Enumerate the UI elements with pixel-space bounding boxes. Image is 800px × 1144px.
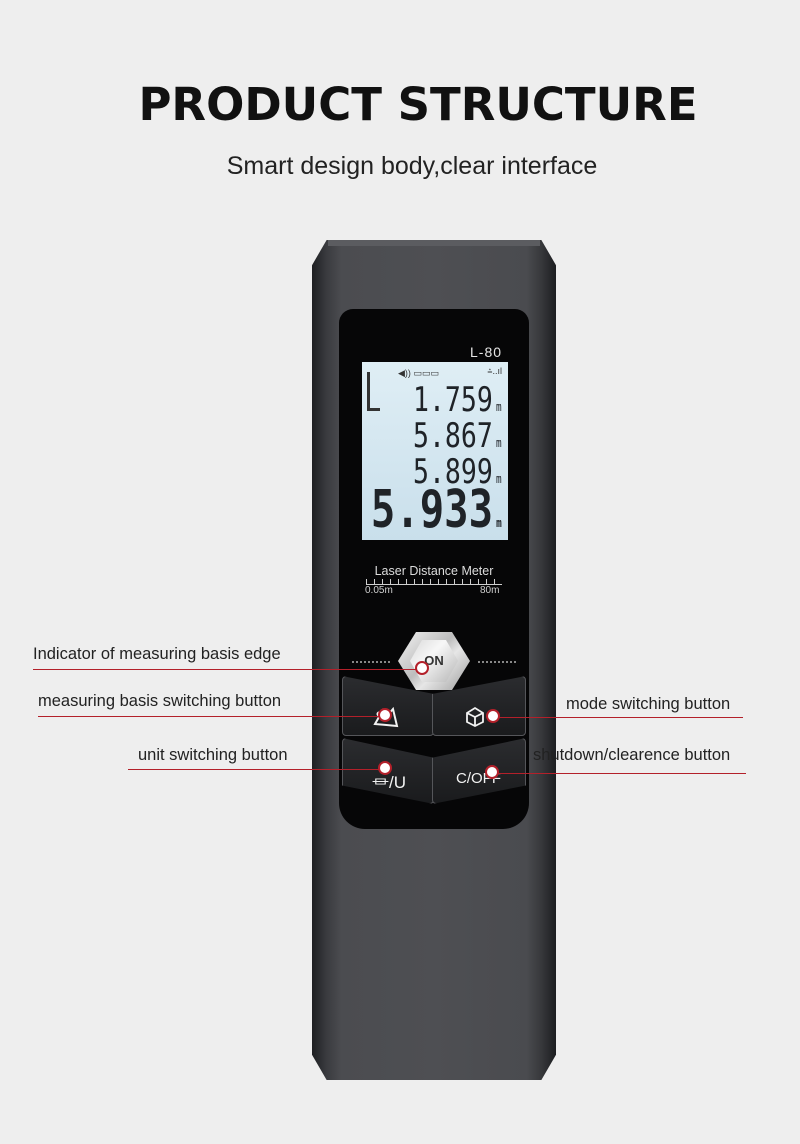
battery-sound-icon: ◀)) ▭▭▭ [398, 368, 439, 378]
annotation-shutdown: shutdown/clearence button [533, 746, 731, 764]
annotation-line-shutdown [492, 773, 746, 774]
annotation-measuring-basis: measuring basis switching button [38, 692, 282, 710]
annotation-dot-indicator [415, 661, 429, 675]
annotation-dot-mode [486, 709, 500, 723]
annotation-dot-shutdown [485, 765, 499, 779]
signal-icon: ⩮..ıl [487, 366, 502, 376]
range-min: 0.05m [365, 585, 393, 596]
annotation-line-measuring-basis [38, 716, 384, 717]
annotation-line-indicator [33, 669, 421, 670]
mode-indicator-icon [367, 372, 380, 411]
range-scale [366, 579, 502, 585]
model-label: L-80 [470, 344, 503, 360]
annotation-unit: unit switching button [138, 746, 288, 764]
range-max: 80m [480, 585, 500, 596]
annotation-dot-unit [378, 761, 392, 775]
dotted-guide-right [478, 661, 516, 663]
page-title: PRODUCT STRUCTURE [138, 78, 698, 131]
annotation-indicator: Indicator of measuring basis edge [33, 645, 281, 663]
cube-icon [464, 706, 486, 733]
device-top-edge [328, 240, 540, 246]
annotation-mode: mode switching button [566, 695, 731, 713]
range-label: Laser Distance Meter [374, 564, 494, 578]
page-subtitle: Smart design body,clear interface [226, 152, 598, 180]
dotted-guide-left [352, 661, 390, 663]
annotation-line-mode [494, 717, 743, 718]
mode-button[interactable] [432, 676, 526, 736]
unit-glyph: ⏛/U [372, 773, 406, 792]
annotation-line-unit [128, 769, 384, 770]
annotation-dot-measuring-basis [378, 708, 392, 722]
